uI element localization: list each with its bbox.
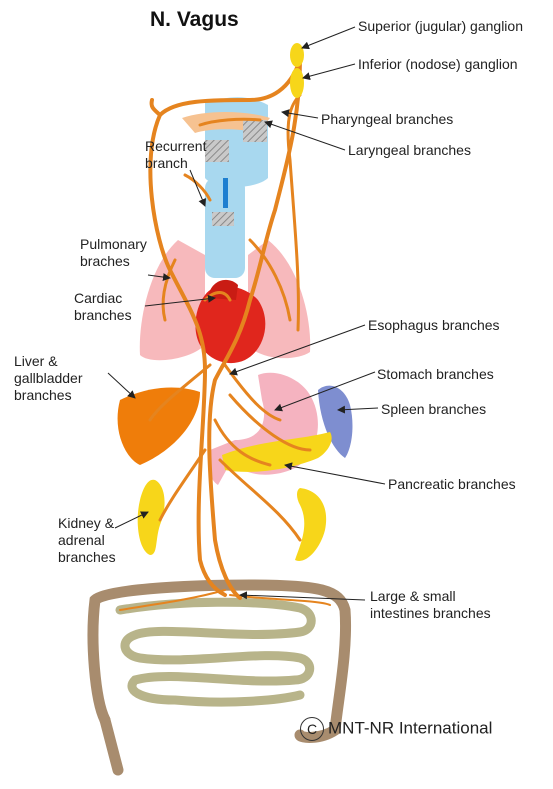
cartilage-2: [243, 120, 267, 142]
copyright-icon: C: [300, 717, 324, 741]
small-intestine: [120, 602, 311, 702]
label-liver: Liver & gallbladder branches: [14, 353, 83, 404]
label-pulmonary: Pulmonary braches: [80, 236, 147, 270]
cartilage-3: [212, 212, 234, 226]
label-pancreatic: Pancreatic branches: [388, 476, 516, 493]
diagram-title: N. Vagus: [150, 8, 239, 32]
label-stomach: Stomach branches: [377, 366, 494, 383]
inferior-ganglion: [290, 68, 304, 98]
trachea-highlight: [223, 178, 228, 208]
aortic-arch: [208, 280, 238, 300]
label-superior-ganglion: Superior (jugular) ganglion: [358, 18, 523, 35]
cartilage-1: [205, 140, 229, 162]
label-spleen: Spleen branches: [381, 401, 486, 418]
label-cardiac: Cardiac branches: [74, 290, 132, 324]
label-esophagus: Esophagus branches: [368, 317, 500, 334]
large-intestine-descend: [105, 720, 118, 770]
superior-ganglion: [290, 43, 304, 67]
label-inferior-ganglion: Inferior (nodose) ganglion: [358, 56, 518, 73]
copyright-text: MNT-NR International: [328, 718, 492, 737]
right-kidney: [295, 488, 326, 561]
label-kidney: Kidney & adrenal branches: [58, 515, 116, 566]
label-laryngeal: Laryngeal branches: [348, 142, 471, 159]
liver: [118, 387, 200, 465]
label-pharyngeal: Pharyngeal branches: [321, 111, 453, 128]
label-intestines: Large & small intestines branches: [370, 588, 491, 622]
label-recurrent: Recurrent branch: [145, 138, 206, 172]
